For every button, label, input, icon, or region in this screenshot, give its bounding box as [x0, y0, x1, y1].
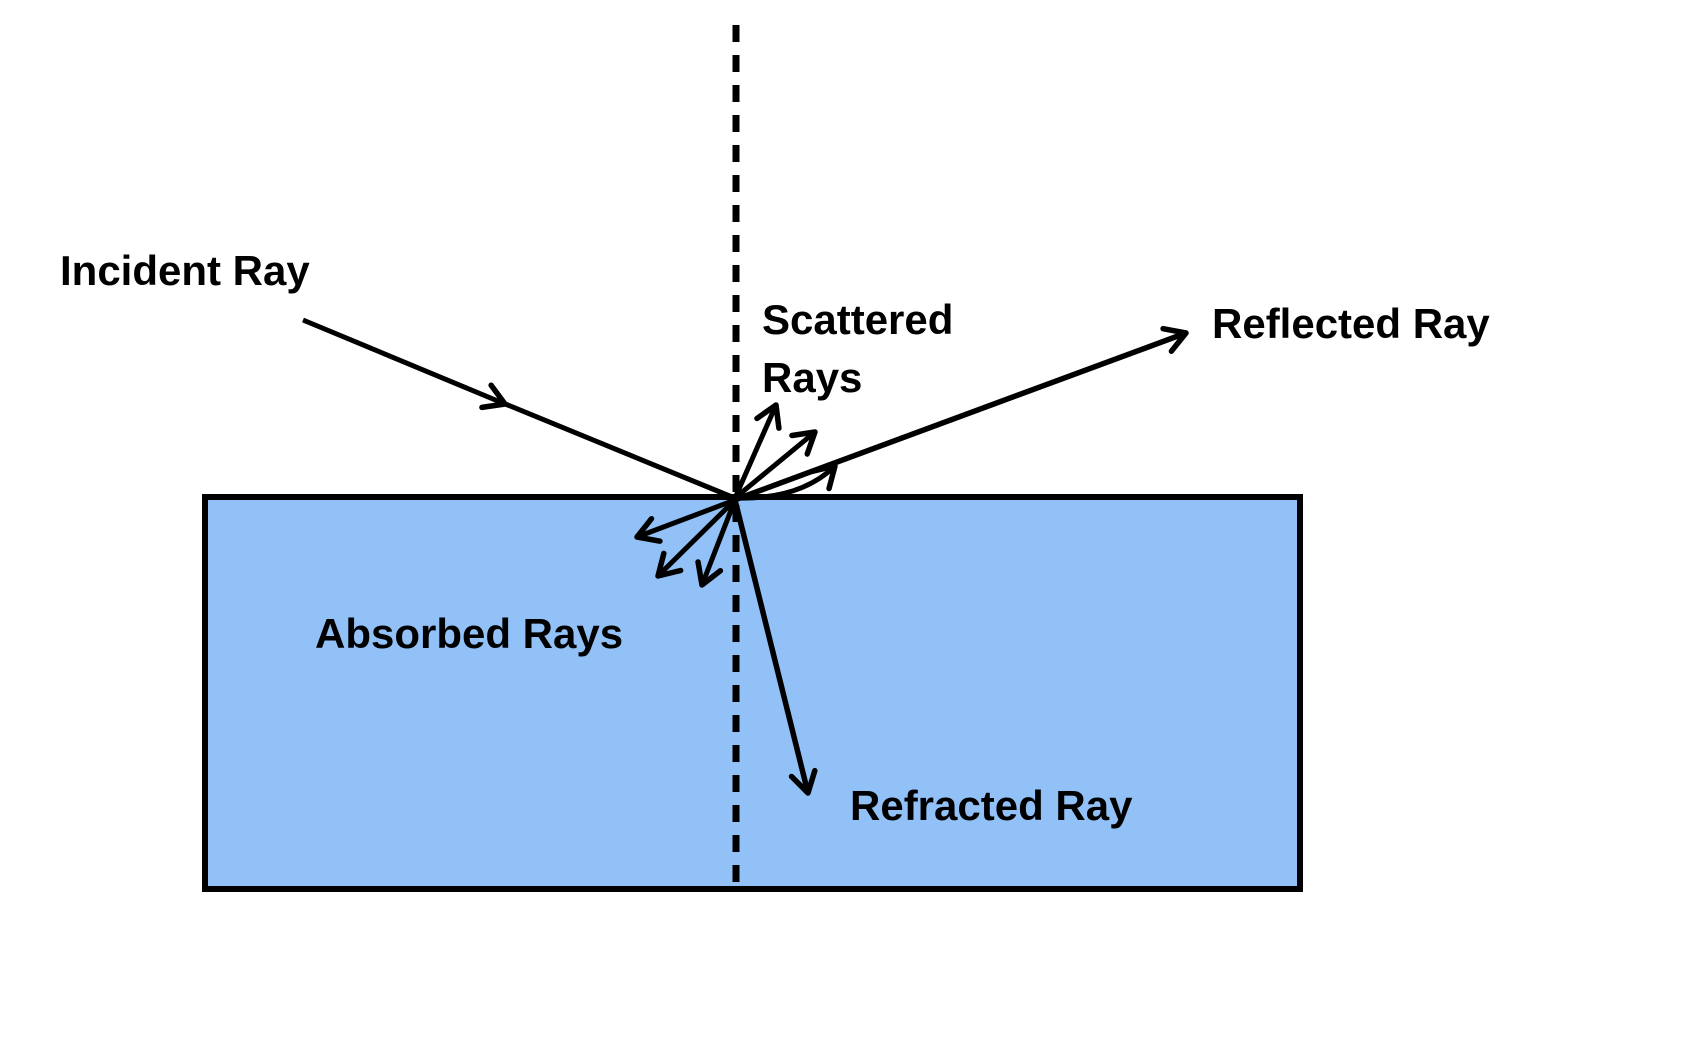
scattered-ray-icon — [734, 463, 838, 501]
incident-ray-segment-1 — [302, 317, 508, 411]
scattered-rays-label-line1: Scattered — [762, 296, 953, 343]
scattered-rays-above — [732, 402, 838, 501]
incident-ray — [302, 317, 738, 502]
incident-ray-label: Incident Ray — [60, 247, 310, 294]
scattered-rays-label-line2: Rays — [762, 354, 862, 401]
reflected-ray-label: Reflected Ray — [1212, 300, 1490, 347]
refracted-ray-label: Refracted Ray — [850, 782, 1133, 829]
absorbed-ray-icon — [634, 497, 736, 544]
scattered-ray-icon — [732, 402, 782, 500]
incident-ray-segment-2 — [497, 398, 738, 502]
absorbed-ray-icon — [655, 498, 737, 579]
refracted-ray — [732, 499, 818, 796]
absorbed-rays-label: Absorbed Rays — [315, 610, 623, 657]
scattered-ray-icon — [733, 429, 818, 500]
absorbed-ray-icon — [695, 499, 738, 588]
medium-surface — [202, 494, 1303, 892]
absorbed-rays — [634, 497, 738, 588]
